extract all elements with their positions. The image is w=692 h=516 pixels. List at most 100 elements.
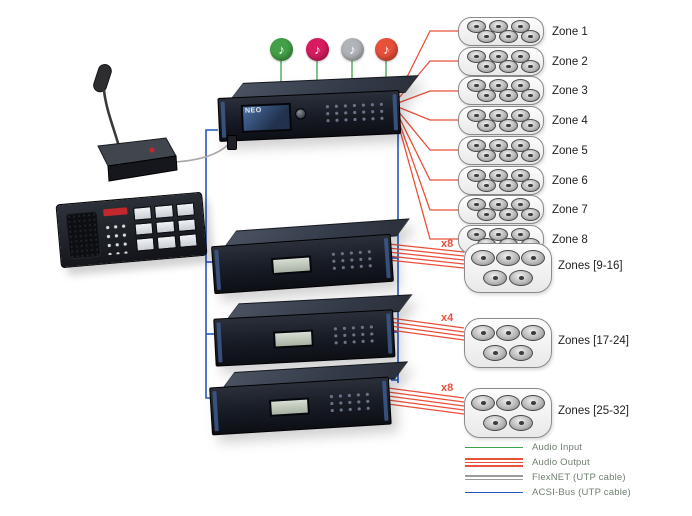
speaker-icon [521, 179, 540, 192]
console-brand-badge [103, 207, 128, 217]
zone-label: Zone 4 [552, 114, 588, 127]
main-matrix-unit: NEO [217, 75, 419, 142]
speaker-icon [499, 149, 518, 162]
zone-label: Zone 8 [552, 233, 588, 246]
speaker-icon [511, 139, 530, 152]
speaker-cluster-icon [464, 318, 552, 368]
extension-buttons [328, 247, 376, 272]
extension-display [271, 255, 313, 276]
speaker-icon [509, 270, 533, 286]
speaker-icon [521, 325, 545, 341]
flexnet-connector-icon [227, 135, 237, 150]
console-key [178, 233, 198, 248]
console-key [175, 202, 195, 217]
speaker-icon [499, 208, 518, 221]
multiplier-label: x8 [441, 238, 454, 250]
console-key [176, 218, 197, 233]
legend: Audio Input Audio Output FlexNET (UTP ca… [465, 442, 631, 502]
microphone-base-front [107, 155, 178, 182]
speaker-icon [477, 30, 496, 43]
speaker-icon [489, 228, 508, 241]
console-key [155, 219, 176, 235]
speaker-icon [467, 20, 486, 33]
speaker-icon [509, 345, 533, 361]
speaker-icon [499, 60, 518, 73]
speaker-cluster-icon [458, 106, 544, 135]
speaker-icon [467, 169, 486, 182]
zone-label: Zone 5 [552, 144, 588, 157]
console-key [154, 204, 174, 219]
speaker-icon [489, 139, 508, 152]
talk-button [149, 147, 155, 153]
extension-buttons [330, 323, 378, 346]
console-speaker-grille-icon [65, 210, 102, 260]
zone-row-2: Zone 2 [458, 47, 588, 76]
zone-label: Zone 3 [552, 84, 588, 97]
speaker-cluster-icon [458, 47, 544, 76]
console-key [134, 221, 154, 236]
speaker-icon [521, 60, 540, 73]
speaker-icon [483, 270, 507, 286]
speaker-icon [499, 89, 518, 102]
legend-row-audio-input: Audio Input [465, 442, 631, 453]
speaker-icon [496, 325, 520, 341]
speaker-icon [511, 50, 530, 63]
speaker-icon [521, 208, 540, 221]
zone-label: Zone 6 [552, 174, 588, 187]
multiplier-label: x8 [441, 382, 454, 394]
microphone-gooseneck [102, 89, 122, 151]
legend-label: FlexNET (UTP cable) [532, 472, 626, 483]
speaker-icon [477, 119, 496, 132]
volume-knob-icon [294, 108, 307, 120]
speaker-icon [483, 415, 507, 431]
legend-row-audio-output: Audio Output [465, 457, 631, 468]
zone-row-7: Zone 7 [458, 195, 588, 224]
console-small-buttons [103, 221, 131, 256]
speaker-icon [511, 169, 530, 182]
speaker-icon [521, 89, 540, 102]
music-source-icon-4: ♪ [375, 38, 398, 61]
extension-unit-3 [208, 361, 409, 436]
panel-accent [382, 380, 389, 421]
zone-group-label: Zones [25-32] [558, 405, 629, 417]
extension-display [268, 397, 310, 417]
multiplier-label: x4 [441, 312, 454, 324]
paging-microphone [93, 64, 178, 182]
speaker-icon [477, 208, 496, 221]
speaker-cluster-icon [458, 76, 544, 105]
speaker-icon [521, 149, 540, 162]
speaker-icon [489, 20, 508, 33]
speaker-cluster-icon [464, 243, 552, 293]
speaker-icon [489, 50, 508, 63]
speaker-icon [499, 30, 518, 43]
zone-row-5: Zone 5 [458, 136, 588, 165]
zone-group-label: Zones [9-16] [558, 260, 623, 272]
speaker-icon [467, 198, 486, 211]
panel-accent [220, 101, 227, 138]
main-unit-display: NEO [240, 102, 292, 133]
panel-accent [392, 94, 399, 131]
audio-output-line-swatch [465, 458, 523, 467]
speaker-icon [496, 395, 520, 411]
speaker-icon [471, 395, 495, 411]
extension-front-panel [213, 309, 396, 367]
audio-output-lines [387, 30, 465, 415]
speaker-icon [521, 30, 540, 43]
panel-accent [212, 391, 219, 432]
main-unit-front-panel: NEO [217, 90, 402, 142]
speaker-icon [521, 395, 545, 411]
extension-buttons [326, 390, 374, 414]
extension-unit-1 [210, 218, 410, 295]
acsi-bus-line-swatch [465, 491, 523, 494]
main-unit-model-label: NEO [244, 107, 262, 115]
audio-input-line-swatch [465, 446, 523, 449]
speaker-icon [511, 198, 530, 211]
speaker-icon [489, 109, 508, 122]
flexnet-line-swatch [465, 474, 523, 481]
speaker-icon [467, 50, 486, 63]
speaker-icon [471, 325, 495, 341]
speaker-cluster-icon [458, 136, 544, 165]
zone-label: Zone 2 [552, 55, 588, 68]
